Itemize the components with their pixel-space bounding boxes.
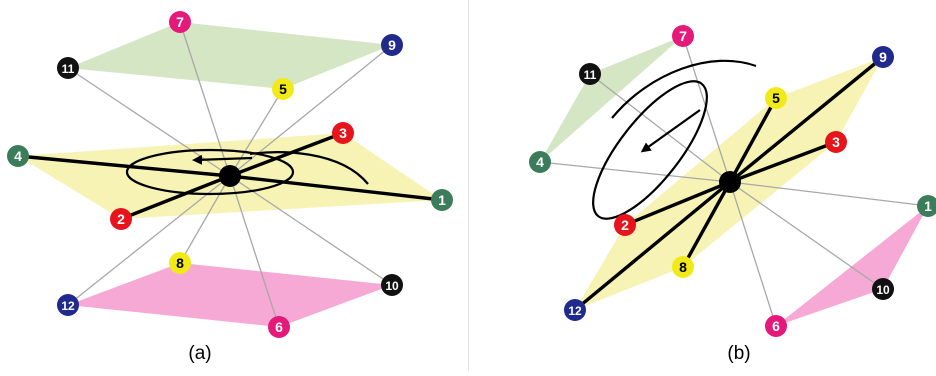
edge-11 [67,67,231,177]
bold-edge-5 [728,97,778,183]
node-2-label: 2 [621,217,629,233]
node-10-label: 10 [876,283,890,297]
node-9-label: 9 [879,49,887,65]
node-9-label: 9 [388,37,396,53]
node-7-circle [672,25,694,47]
node-8-label: 8 [679,259,687,275]
panel-divider [468,0,469,371]
edge-8 [179,175,231,264]
edge-1 [729,181,929,207]
node-5-circle [272,78,294,100]
node-11-label: 11 [62,62,75,76]
edge-6 [729,181,777,327]
node-12-label: 12 [568,304,582,318]
green-plane [68,22,392,89]
node-7-label: 7 [176,14,184,30]
bold-edge-4 [17,154,231,178]
edge-10 [229,175,393,286]
node-1-label: 1 [924,198,932,214]
node-12-circle [57,294,79,316]
node-10-circle [872,278,894,300]
center-atom [719,171,741,193]
node-9-circle [872,46,894,68]
rotation-arrow [640,109,701,153]
node-11-circle [57,57,79,79]
pink-plane [68,263,392,327]
bold-edge-3 [229,131,344,178]
node-8-circle [169,252,191,274]
node-6-label: 6 [772,318,780,334]
node-1-circle [917,195,936,217]
edge-6 [229,175,280,328]
node-3-circle [825,131,847,153]
edge-12 [67,175,231,306]
node-5-label: 5 [772,90,780,106]
rotation-arc [611,59,757,119]
rotation-arrow [192,154,253,165]
edge-10 [729,181,884,290]
rotation-ellipse [125,148,295,196]
caption-b: (b) [727,343,751,364]
node-6-circle [268,316,290,338]
node-6-circle [765,315,787,337]
node-6-label: 6 [275,319,283,335]
node-2-circle [110,208,132,230]
node-11-circle [579,63,601,85]
node-12-circle [564,299,586,321]
node-3-label: 3 [339,125,347,141]
pink-plane [776,206,928,326]
node-1-label: 1 [438,192,446,208]
bold-edge-1 [229,174,443,202]
green-plane [540,36,683,162]
node-9-circle [381,34,403,56]
edge-4 [539,161,731,183]
node-1-circle [431,189,453,211]
node-8-label: 8 [176,255,184,271]
center-atom [219,165,241,187]
node-4-label: 4 [536,154,544,170]
node-5-circle [765,87,787,109]
caption-a: (a) [188,343,212,364]
node-10-circle [381,274,403,296]
node-3-label: 3 [832,134,840,150]
bold-edge-2 [624,180,731,227]
node-11-label: 11 [584,68,597,82]
node-4-circle [7,145,29,167]
node-2-label: 2 [117,211,125,227]
rotation-ellipse [592,80,708,220]
bold-edge-9 [728,55,885,184]
edge-11 [589,73,731,183]
node-3-circle [332,122,354,144]
bold-edge-2 [120,174,231,221]
node-7-label: 7 [679,28,687,44]
rotation-arc [249,151,369,185]
bold-edge-3 [729,140,837,184]
node-8-circle [672,256,694,278]
bold-edge-8 [681,181,732,268]
edge-5 [229,88,284,177]
node-10-label: 10 [385,279,399,293]
node-12-label: 12 [61,299,75,313]
bold-edge-12 [573,180,732,312]
node-4-label: 4 [14,148,22,164]
node-5-label: 5 [279,81,287,97]
node-2-circle [614,214,636,236]
node-7-circle [169,11,191,33]
node-4-circle [529,151,551,173]
